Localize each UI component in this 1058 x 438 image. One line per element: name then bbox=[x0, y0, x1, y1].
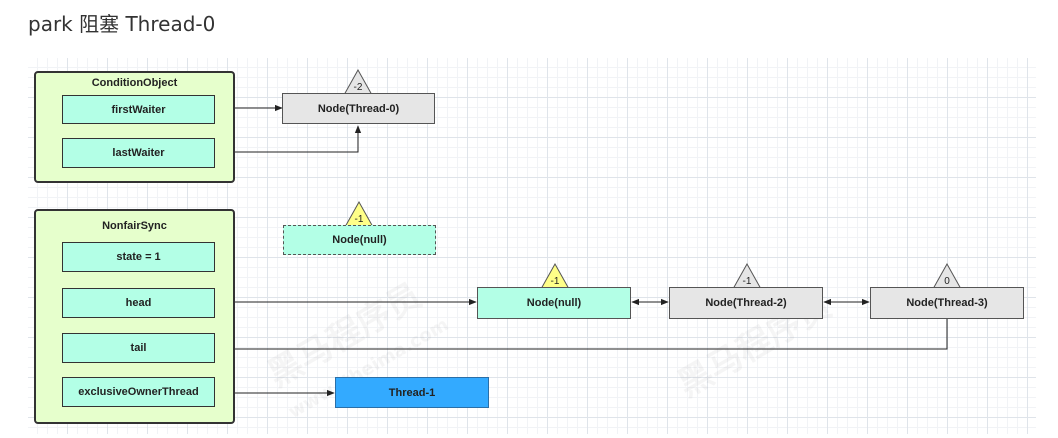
detached-node: Node(null) bbox=[283, 225, 436, 255]
condition-object-title: ConditionObject bbox=[91, 77, 178, 89]
page-title: park 阻塞 Thread-0 bbox=[28, 12, 216, 36]
tail-field: tail bbox=[62, 333, 215, 363]
condition-node-status-marker: -2 bbox=[343, 68, 373, 96]
exclusive-owner-thread-field: exclusiveOwnerThread bbox=[62, 377, 215, 407]
last-waiter-arrow bbox=[215, 125, 362, 153]
condition-node-status-label: -2 bbox=[354, 82, 363, 93]
queue-node-1: Node(Thread-2) bbox=[669, 287, 823, 319]
nonfair-sync-title: NonfairSync bbox=[102, 220, 167, 232]
queue-node-1-status-marker: -1 bbox=[732, 262, 762, 290]
queue-node-0-status-label: -1 bbox=[551, 276, 560, 287]
queue-node-2-status-label: 0 bbox=[944, 276, 950, 287]
queue-node-0: Node(null) bbox=[477, 287, 631, 319]
detached-node-status-label: -1 bbox=[355, 214, 364, 225]
state-field: state = 1 bbox=[62, 242, 215, 272]
queue-node-2-status-marker: 0 bbox=[932, 262, 962, 290]
queue-node-2: Node(Thread-3) bbox=[870, 287, 1024, 319]
head-field: head bbox=[62, 288, 215, 318]
tail-arrow bbox=[217, 319, 948, 353]
queue-node-0-status-marker: -1 bbox=[540, 262, 570, 290]
diagram-canvas: 黑马程序员 www.itheima.com 黑马程序员 -2 -1 -1 -1 … bbox=[28, 58, 1036, 434]
last-waiter-field: lastWaiter bbox=[62, 138, 215, 168]
connector-layer: -2 -1 -1 -1 0 bbox=[215, 68, 962, 397]
detached-node-status-marker: -1 bbox=[344, 200, 374, 228]
first-waiter-field: firstWaiter bbox=[62, 95, 215, 124]
queue-node-1-status-label: -1 bbox=[743, 276, 752, 287]
owner-thread-node: Thread-1 bbox=[335, 377, 489, 408]
condition-queue-node: Node(Thread-0) bbox=[282, 93, 435, 124]
